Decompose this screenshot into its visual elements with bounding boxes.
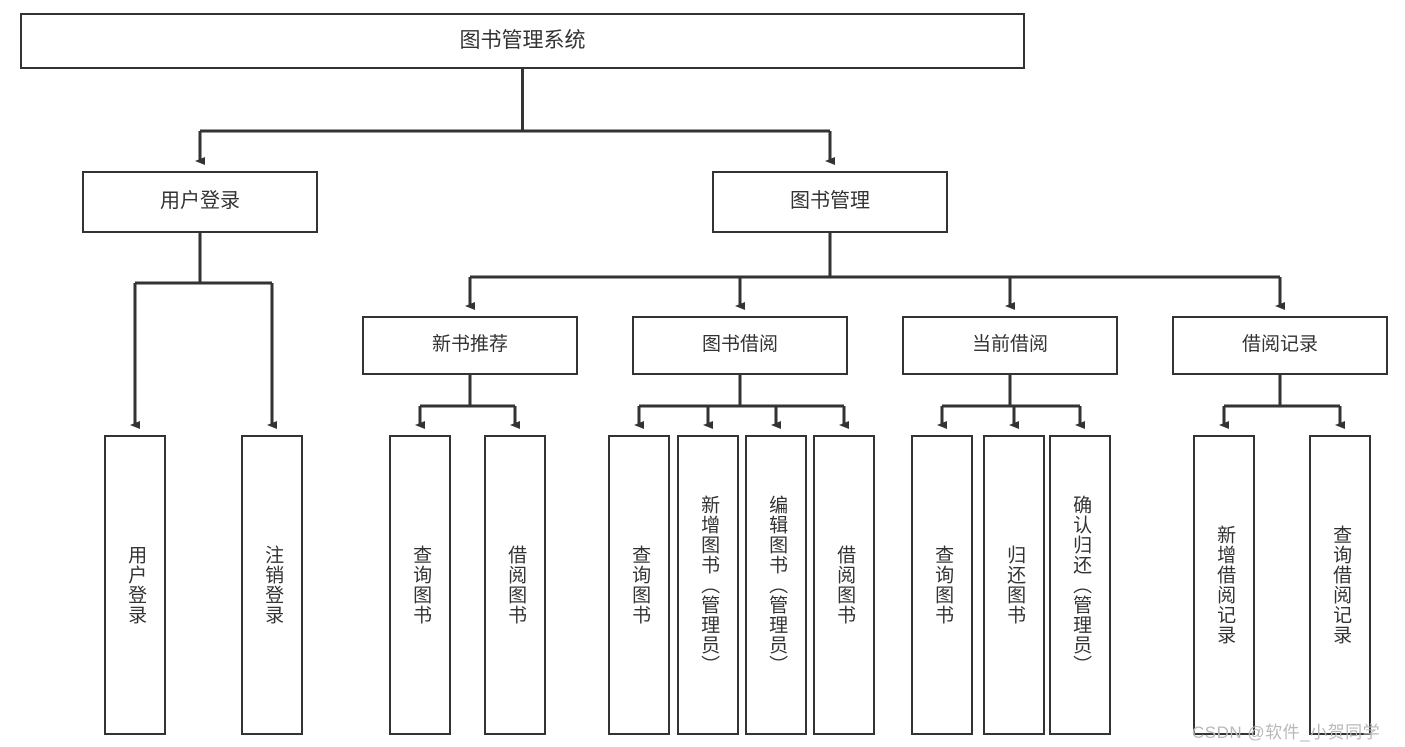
- node-book-manage-label: 图书管理: [790, 190, 870, 213]
- node-leaf-query-book-2-label: 查询图书: [629, 545, 651, 625]
- node-current-borrow-label: 当前借阅: [971, 334, 1048, 356]
- node-leaf-user-login[interactable]: 用户登录: [104, 435, 166, 735]
- node-leaf-user-login-label: 用户登录: [125, 545, 147, 625]
- node-leaf-logout-login-label: 注销登录: [262, 545, 284, 625]
- node-book-manage[interactable]: 图书管理: [712, 171, 948, 233]
- node-leaf-add-book-admin[interactable]: 新增图书（管理员）: [677, 435, 739, 735]
- node-leaf-query-book-1-label: 查询图书: [410, 545, 432, 625]
- csdn-watermark: CSDN @软件_小贺同学: [1192, 723, 1381, 742]
- node-leaf-return-book[interactable]: 归还图书: [983, 435, 1045, 735]
- node-leaf-query-book-1[interactable]: 查询图书: [389, 435, 451, 735]
- node-borrow-record[interactable]: 借阅记录: [1172, 316, 1388, 375]
- node-leaf-borrow-book-2-label: 借阅图书: [834, 545, 856, 625]
- node-leaf-confirm-return[interactable]: 确认归还（管理员）: [1049, 435, 1111, 735]
- node-leaf-return-book-label: 归还图书: [1004, 545, 1026, 625]
- node-leaf-query-book-3-label: 查询图书: [932, 545, 954, 625]
- node-root-label: 图书管理系统: [459, 28, 586, 52]
- node-leaf-borrow-book-2[interactable]: 借阅图书: [813, 435, 875, 735]
- node-current-borrow[interactable]: 当前借阅: [902, 316, 1118, 375]
- node-user-login-label: 用户登录: [160, 190, 240, 213]
- node-leaf-add-borrow-record-label: 新增借阅记录: [1214, 525, 1236, 645]
- node-leaf-query-book-2[interactable]: 查询图书: [608, 435, 670, 735]
- node-new-book-recommend-label: 新书推荐: [431, 334, 508, 356]
- node-leaf-add-book-admin-label: 新增图书（管理员）: [698, 495, 720, 675]
- node-book-borrow[interactable]: 图书借阅: [632, 316, 848, 375]
- node-leaf-edit-book-admin[interactable]: 编辑图书（管理员）: [745, 435, 807, 735]
- node-leaf-borrow-book-1[interactable]: 借阅图书: [484, 435, 546, 735]
- node-new-book-recommend[interactable]: 新书推荐: [362, 316, 578, 375]
- node-leaf-query-borrow-record[interactable]: 查询借阅记录: [1309, 435, 1371, 735]
- node-borrow-record-label: 借阅记录: [1241, 334, 1318, 356]
- node-leaf-add-borrow-record[interactable]: 新增借阅记录: [1193, 435, 1255, 735]
- node-root[interactable]: 图书管理系统: [20, 13, 1025, 69]
- node-leaf-edit-book-admin-label: 编辑图书（管理员）: [766, 495, 788, 675]
- node-leaf-logout-login[interactable]: 注销登录: [241, 435, 303, 735]
- node-leaf-query-borrow-record-label: 查询借阅记录: [1330, 525, 1352, 645]
- node-leaf-borrow-book-1-label: 借阅图书: [505, 545, 527, 625]
- node-leaf-confirm-return-label: 确认归还（管理员）: [1070, 495, 1092, 675]
- node-book-borrow-label: 图书借阅: [701, 334, 778, 356]
- node-user-login[interactable]: 用户登录: [82, 171, 318, 233]
- node-leaf-query-book-3[interactable]: 查询图书: [911, 435, 973, 735]
